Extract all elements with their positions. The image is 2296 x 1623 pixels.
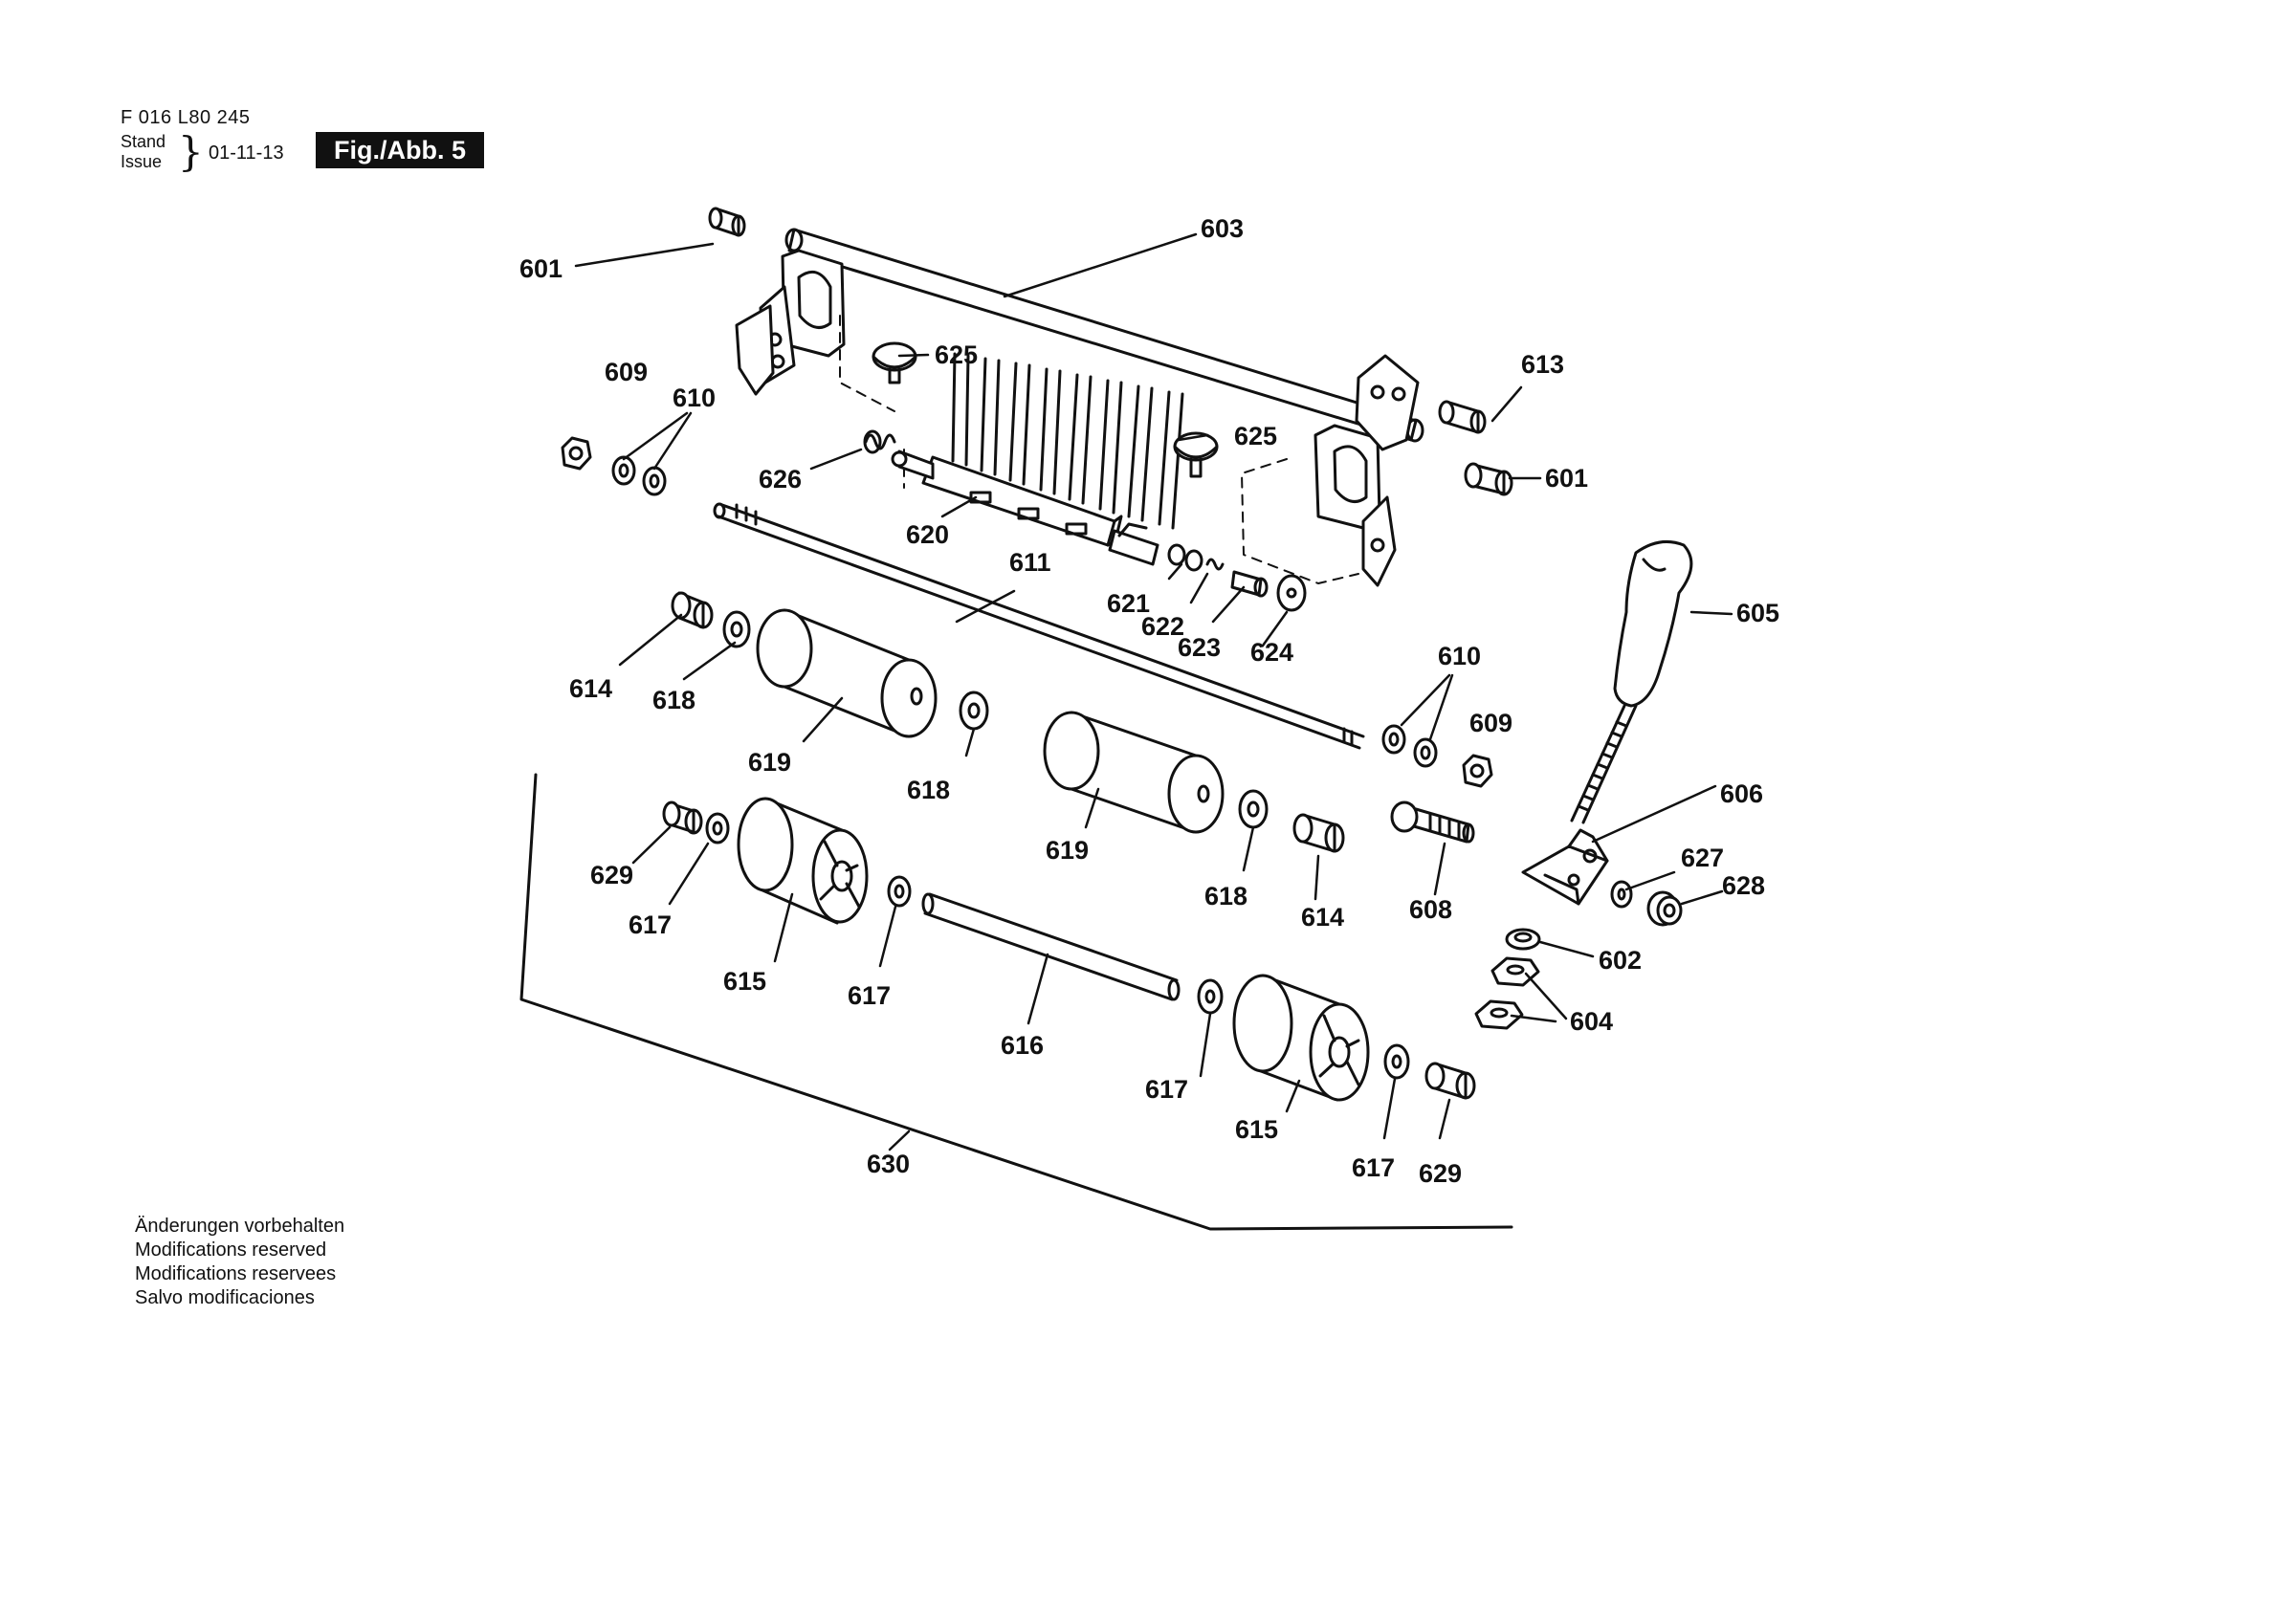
- sleeve-629-right: [1424, 1062, 1476, 1100]
- small-parts-621-624: [1167, 543, 1307, 612]
- notice-line: Modifications reserved: [135, 1239, 327, 1261]
- part-label: 613: [1521, 350, 1564, 379]
- part-label: 620: [906, 520, 949, 549]
- notice-line: Modifications reservees: [135, 1263, 337, 1284]
- washer-617-a: [705, 812, 730, 844]
- notice-line: Änderungen vorbehalten: [135, 1216, 345, 1237]
- washer-618-right: [1238, 789, 1269, 829]
- sleeve-601-top: [708, 207, 746, 237]
- part-label: 614: [1301, 903, 1344, 932]
- washer-610-left-a: [611, 455, 636, 486]
- stand-issue-label: Stand Issue: [121, 132, 166, 172]
- sleeve-601-right: [1464, 462, 1513, 496]
- part-label: 619: [748, 748, 791, 777]
- comb-fence-620: [891, 352, 1184, 566]
- main-bar-603: [784, 228, 1424, 443]
- part-label: 603: [1201, 214, 1244, 243]
- bolt-608: [1390, 801, 1475, 844]
- right-clamp-bracket: [1314, 354, 1420, 587]
- issue-label: Issue: [121, 152, 163, 171]
- sleeve-614-right: [1292, 813, 1345, 853]
- part-label: 616: [1001, 1031, 1044, 1060]
- washer-618-center-left: [959, 691, 989, 731]
- nut-609-right: [1462, 754, 1493, 788]
- wheel-615-right: [1232, 974, 1370, 1102]
- notice-line: Salvo modificaciones: [135, 1287, 315, 1308]
- part-label: 601: [519, 254, 563, 283]
- part-label: 618: [907, 776, 950, 804]
- wheel-615-left: [737, 797, 869, 925]
- part-label: 627: [1681, 844, 1724, 872]
- part-label: 630: [867, 1150, 910, 1178]
- washer-610-left-b: [642, 466, 667, 496]
- part-label: 606: [1720, 779, 1763, 808]
- spring-626: [863, 429, 896, 454]
- roller-619-left: [756, 608, 938, 738]
- brace-icon: }: [178, 128, 204, 175]
- nut-609-left: [561, 436, 592, 471]
- roller-619-right: [1043, 711, 1225, 834]
- part-label: 602: [1599, 946, 1642, 975]
- washer-610-right-b: [1413, 737, 1438, 768]
- part-label: 615: [723, 967, 766, 996]
- part-label: 625: [1234, 422, 1277, 450]
- washer-617-c: [1197, 978, 1224, 1015]
- axle-616: [921, 892, 1181, 1001]
- part-label: 617: [629, 910, 672, 939]
- part-label: 625: [935, 340, 978, 369]
- part-label: 609: [605, 358, 648, 386]
- threaded-rod-611: [713, 502, 1365, 750]
- washer-618-left: [722, 610, 751, 648]
- knob-625-left: [872, 341, 917, 384]
- washer-617-d: [1383, 1043, 1410, 1080]
- part-label: 629: [1419, 1159, 1462, 1188]
- handle-605: [1570, 539, 1693, 824]
- modification-notice: Änderungen vorbehalten Modifications res…: [135, 1215, 344, 1310]
- sleeve-629-left: [662, 801, 703, 835]
- part-label: 610: [673, 384, 716, 412]
- part-label: 623: [1178, 633, 1221, 662]
- stand-label: Stand: [121, 132, 166, 151]
- part-label: 605: [1736, 599, 1779, 627]
- stand-date: 01-11-13: [209, 143, 284, 164]
- part-label: 609: [1469, 709, 1512, 737]
- part-label: 619: [1046, 836, 1089, 865]
- part-label: 604: [1570, 1007, 1613, 1036]
- stand-issue-block: Stand Issue } 01-11-13: [121, 132, 503, 180]
- washer-602: [1505, 928, 1541, 951]
- figure-label: Fig./Abb. 5: [316, 132, 484, 168]
- part-label: 617: [1352, 1153, 1395, 1182]
- sleeve-628: [1646, 890, 1683, 927]
- leader-lines: [574, 232, 1733, 1151]
- part-label: 615: [1235, 1115, 1278, 1144]
- part-label: 628: [1722, 871, 1765, 900]
- part-label: 610: [1438, 642, 1481, 670]
- sleeve-614-left: [671, 591, 714, 629]
- part-label: 626: [759, 465, 802, 493]
- sleeve-613: [1438, 400, 1487, 434]
- part-label: 629: [590, 861, 633, 889]
- part-label: 622: [1141, 612, 1184, 641]
- washer-610-right-a: [1381, 724, 1406, 755]
- part-label: 617: [848, 981, 891, 1010]
- part-label: 618: [652, 686, 695, 714]
- washer-627: [1610, 880, 1633, 909]
- part-label: 617: [1145, 1075, 1188, 1104]
- nut-604-a: [1490, 956, 1540, 987]
- washer-617-b: [887, 875, 912, 908]
- part-label: 601: [1545, 464, 1588, 493]
- part-label: 618: [1204, 882, 1247, 910]
- part-label: 608: [1409, 895, 1452, 924]
- left-clamp-bracket: [735, 249, 846, 396]
- part-label: 621: [1107, 589, 1150, 618]
- assembly-bracket-630: [519, 773, 1513, 1231]
- part-label: 624: [1250, 638, 1293, 667]
- part-label: 614: [569, 674, 612, 703]
- bracket-606: [1521, 828, 1609, 906]
- document-number: F 016 L80 245: [121, 107, 251, 128]
- nut-604-b: [1474, 999, 1524, 1030]
- part-label: 611: [1009, 548, 1051, 577]
- part-labels: 601 603 609 610 625 613 625 601 626 620 …: [519, 214, 1779, 1188]
